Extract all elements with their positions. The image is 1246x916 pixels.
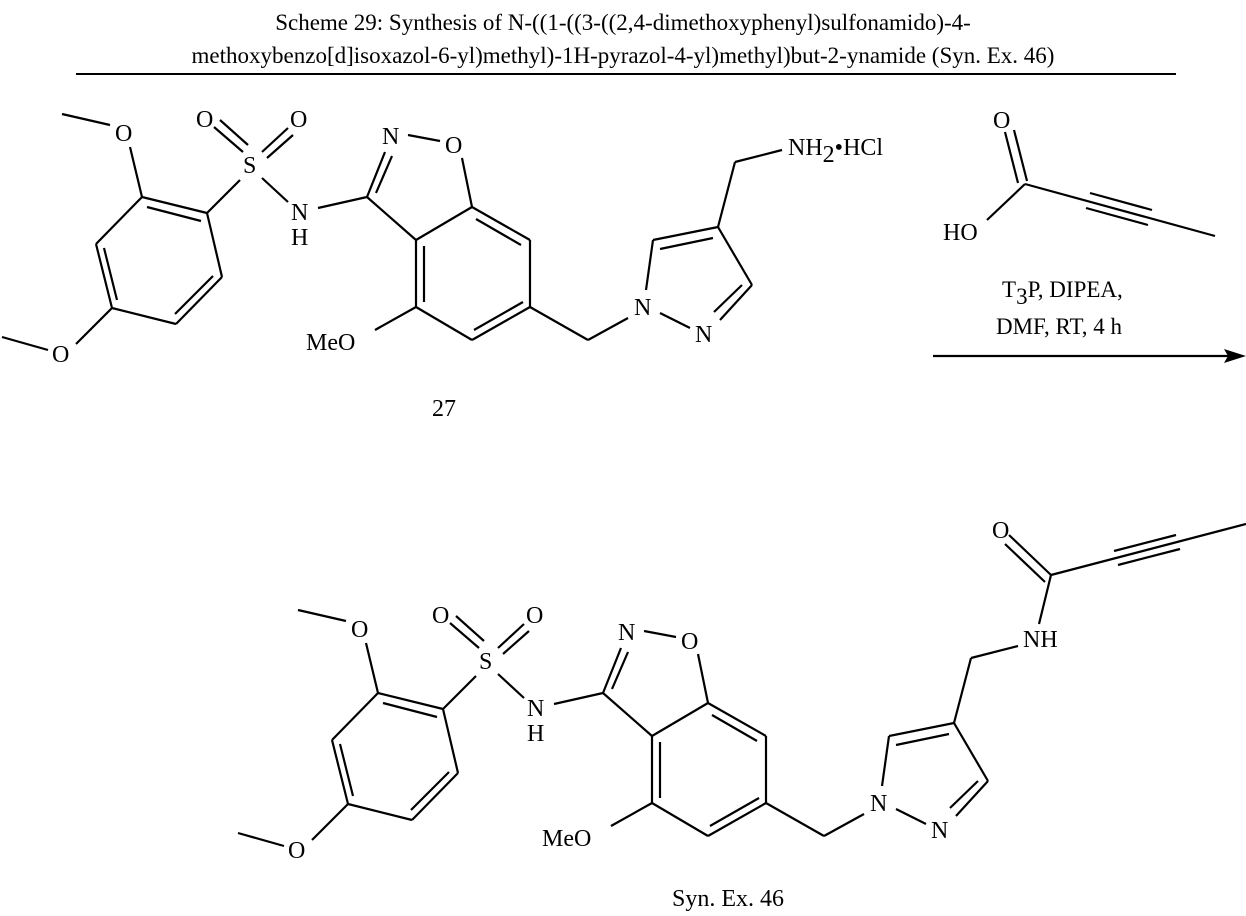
atom-o: O (196, 107, 213, 133)
compound-label-syn-ex-46: Syn. Ex. 46 (672, 886, 784, 912)
starting-material-27: O O S O O N H N O MeO N N NH2•HCl 27 (2, 107, 883, 422)
atom-n: N (618, 620, 635, 646)
dimethoxyphenyl-ring (332, 693, 458, 820)
atom-o: O (432, 603, 449, 629)
atom-n: N (695, 322, 712, 348)
conditions-line-2: DMF, RT, 4 h (996, 314, 1123, 339)
atom-o: O (681, 629, 698, 655)
atom-n: N (291, 200, 308, 226)
conditions-line-1: T3P, DIPEA, (1002, 277, 1123, 309)
atom-n: N (931, 818, 948, 844)
atom-n: N (870, 791, 887, 817)
atom-o: O (351, 617, 368, 643)
atom-s: S (243, 153, 256, 179)
atom-s: S (479, 649, 492, 675)
atom-o: O (288, 838, 305, 864)
product-syn-ex-46: O O S O O N H N O MeO N N NH O (238, 518, 1246, 864)
atom-o: O (52, 342, 69, 368)
benzisoxazole-ring (603, 631, 766, 836)
atom-o: O (445, 133, 462, 159)
atom-n: N (634, 295, 651, 321)
amide-nh-label: NH (1023, 627, 1058, 653)
benzisoxazole-ring (367, 135, 530, 340)
methoxy-label: MeO (306, 330, 355, 356)
atom-n: N (382, 124, 399, 150)
atom-h: H (291, 225, 308, 251)
pyrazole-ring (646, 227, 752, 328)
atom-o: O (992, 518, 1009, 544)
atom-n: N (527, 696, 544, 722)
atom-o: O (526, 603, 543, 629)
methoxy-label: MeO (542, 826, 591, 852)
reagent-but-2-ynoic-acid: O HO T3P, DIPEA, DMF, RT, 4 h (933, 108, 1246, 363)
atom-o: O (290, 107, 307, 133)
amine-hcl-label: NH2•HCl (788, 135, 883, 168)
atom-o: O (115, 121, 132, 147)
atom-o: O (993, 108, 1010, 134)
dimethoxyphenyl-ring (96, 197, 222, 324)
atom-h: H (527, 721, 544, 747)
pyrazole-ring (882, 723, 988, 824)
compound-label-27: 27 (432, 396, 456, 422)
hydroxyl-label: HO (943, 220, 978, 246)
